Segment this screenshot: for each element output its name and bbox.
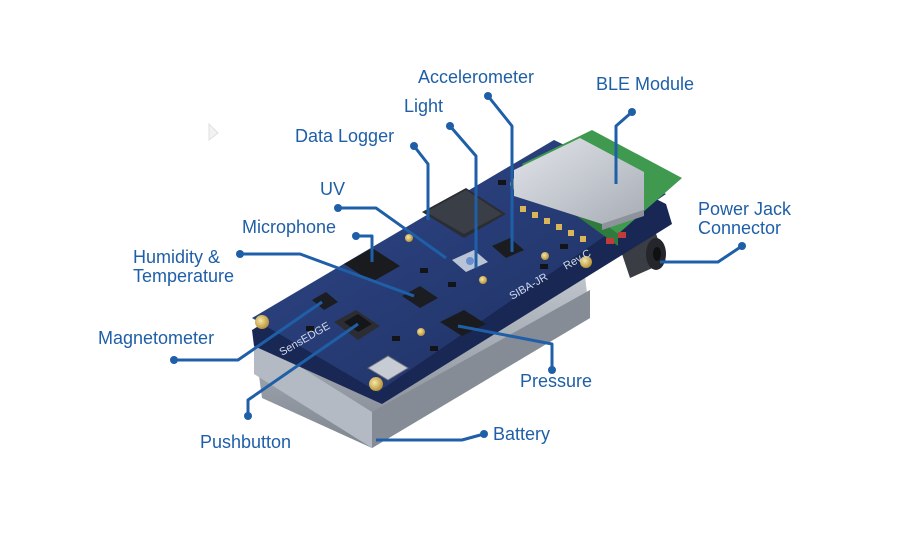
- humidity-temperature-chip: [402, 286, 438, 308]
- label-data-logger: Data Logger: [295, 126, 395, 146]
- leader-uv: [338, 206, 447, 260]
- leader-dots: [170, 92, 746, 438]
- leader-pressure: [457, 324, 554, 370]
- label-light: Light: [404, 96, 444, 116]
- label-pressure: Pressure: [520, 371, 593, 391]
- label-pushbutton: Pushbutton: [200, 432, 292, 452]
- leader-accelerometer: [486, 95, 514, 252]
- label-ble-module: BLE Module: [596, 74, 695, 94]
- label-humidity-temperature: Humidity & Temperature: [133, 247, 235, 286]
- label-battery: Battery: [493, 424, 551, 444]
- leader-microphone: [356, 234, 374, 262]
- accelerometer-chip: [492, 238, 524, 258]
- magnetometer-chip: [312, 292, 338, 310]
- data-logger-chip: [422, 188, 506, 238]
- ble-module: [514, 130, 682, 246]
- microphone-chip: [344, 248, 400, 282]
- leader-pushbutton: [246, 322, 359, 416]
- leader-light: [448, 125, 478, 268]
- label-microphone: Microphone: [242, 217, 337, 237]
- leader-ble-module: [614, 110, 633, 184]
- leader-magnetometer: [174, 300, 323, 362]
- leader-lines: [174, 95, 743, 442]
- label-accelerometer: Accelerometer: [418, 67, 535, 87]
- crystal-part: [367, 355, 409, 381]
- light-sensor: [452, 250, 488, 272]
- label-magnetometer: Magnetometer: [98, 328, 215, 348]
- passive-components: [306, 180, 568, 351]
- label-power-jack-connector: Power Jack Connector: [698, 199, 792, 238]
- leader-power-jack: [660, 244, 743, 264]
- leader-data-logger: [412, 145, 430, 220]
- cursor-arrow-icon: [208, 122, 219, 142]
- leader-battery: [376, 432, 485, 442]
- label-uv: UV: [320, 179, 346, 199]
- leader-humidity-temperature: [240, 252, 415, 298]
